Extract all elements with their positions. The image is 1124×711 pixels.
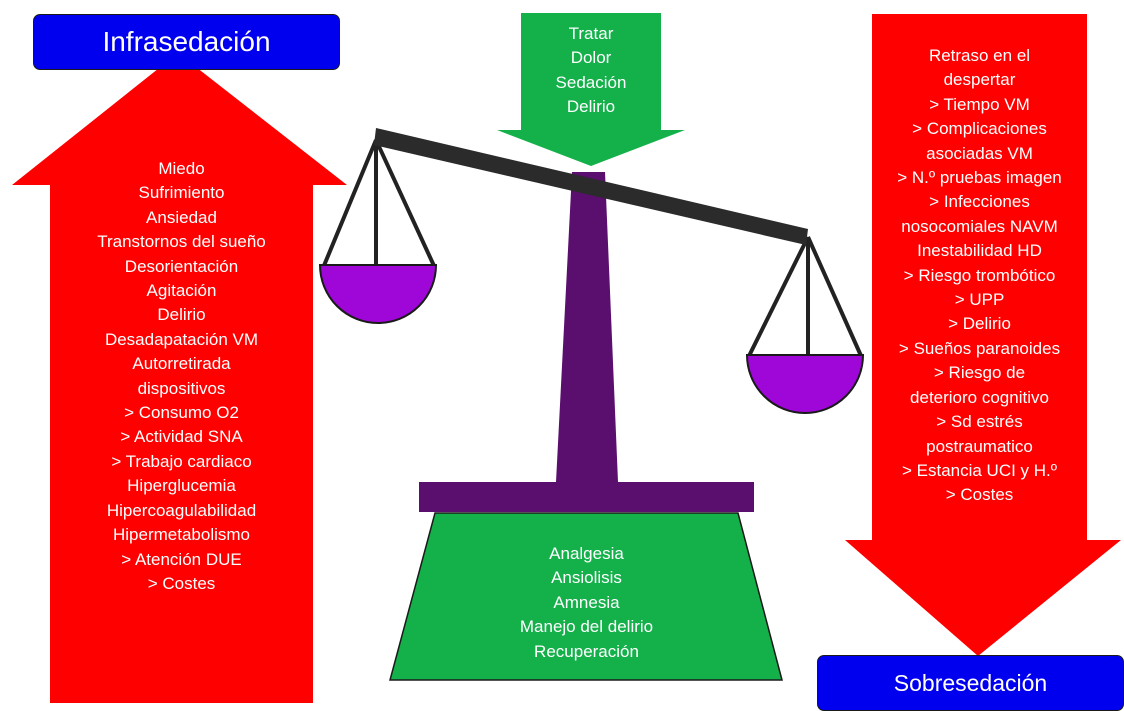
left-pan xyxy=(318,264,438,324)
list-item: nosocomiales NAVM xyxy=(901,216,1058,236)
list-item: > Estancia UCI y H.º xyxy=(901,460,1057,480)
list-item: > N.º pruebas imagen xyxy=(897,168,1062,188)
list-item: Recuperación xyxy=(534,641,639,661)
list-item: deterioro cognitivo xyxy=(910,387,1049,407)
list-item: > Delirio xyxy=(948,314,1011,334)
list-item: Manejo del delirio xyxy=(519,617,654,637)
list-item: Tratar xyxy=(568,24,614,43)
list-item: Delirio xyxy=(566,97,616,117)
list-item: Amnesia xyxy=(553,592,620,612)
list-item: Miedo xyxy=(158,159,205,178)
list-item: Sufrimiento xyxy=(138,183,225,203)
list-item: Analgesia xyxy=(549,544,624,563)
list-item: > Sd estrés xyxy=(936,412,1023,432)
list-item: > Infecciones xyxy=(929,192,1030,212)
list-item: Transtornos del sueño xyxy=(97,232,266,252)
list-item: Autorretirada xyxy=(132,354,231,374)
left-pan-string xyxy=(374,139,437,269)
scale-beam xyxy=(374,128,808,245)
base-trapezoid xyxy=(389,512,783,681)
infrasedacion-title: Infrasedación xyxy=(102,26,271,57)
tratar-arrow xyxy=(497,13,685,166)
list-item: postraumatico xyxy=(926,436,1033,456)
tratar-list: Tratar Dolor Sedación Delirio xyxy=(521,22,661,120)
list-item: Hipermetabolismo xyxy=(113,525,250,545)
list-item: Desorientación xyxy=(124,256,239,276)
list-item: > Tiempo VM xyxy=(929,94,1030,114)
list-item: Sedación xyxy=(555,72,627,92)
list-item: > Riesgo de xyxy=(933,363,1026,383)
base-list: Analgesia Ansiolisis Amnesia Manejo del … xyxy=(435,542,738,664)
right-pan-string xyxy=(746,236,810,359)
list-item: Retraso en el xyxy=(928,46,1031,65)
list-item: > Trabajo cardiaco xyxy=(111,451,252,471)
list-item: Hipercoagulabilidad xyxy=(106,500,257,520)
right-pan xyxy=(745,354,865,414)
list-item: > Costes xyxy=(945,485,1014,505)
list-item: despertar xyxy=(943,70,1016,90)
list-item: asociadas VM xyxy=(926,143,1033,163)
list-item: Delirio xyxy=(157,305,206,325)
scale-platform xyxy=(419,482,754,512)
list-item: > Sueños paranoides xyxy=(898,338,1061,358)
list-item: Agitación xyxy=(146,281,217,301)
list-item: dispositivos xyxy=(137,378,226,398)
list-item: Inestabilidad HD xyxy=(917,241,1042,261)
list-item: Dolor xyxy=(570,48,612,68)
list-item: > Atención DUE xyxy=(121,549,242,569)
sobresedacion-list: Retraso en el despertar > Tiempo VM > Co… xyxy=(872,44,1087,508)
infrasedacion-list: Miedo Sufrimiento Ansiedad Transtornos d… xyxy=(50,157,313,596)
list-item: > Complicaciones xyxy=(912,119,1047,139)
list-item: Hiperglucemia xyxy=(127,476,236,496)
list-item: > Costes xyxy=(147,573,216,593)
infrasedacion-title-box: Infrasedación xyxy=(33,14,340,70)
sobresedacion-title-box: Sobresedación xyxy=(817,655,1124,711)
scale-pillar xyxy=(556,172,618,482)
list-item: > Consumo O2 xyxy=(124,403,239,423)
list-item: > Riesgo trombótico xyxy=(903,265,1056,285)
left-pan-string xyxy=(321,139,378,269)
list-item: > UPP xyxy=(954,290,1005,310)
infrasedacion-arrow xyxy=(12,53,347,703)
list-item: Ansiolisis xyxy=(551,568,622,588)
sobresedacion-arrow xyxy=(845,14,1121,656)
list-item: Desadapatación VM xyxy=(104,329,259,349)
right-pan-string xyxy=(806,236,864,359)
list-item: Ansiedad xyxy=(146,207,217,227)
sobresedacion-title: Sobresedación xyxy=(893,669,1048,696)
list-item: > Actividad SNA xyxy=(120,427,243,447)
